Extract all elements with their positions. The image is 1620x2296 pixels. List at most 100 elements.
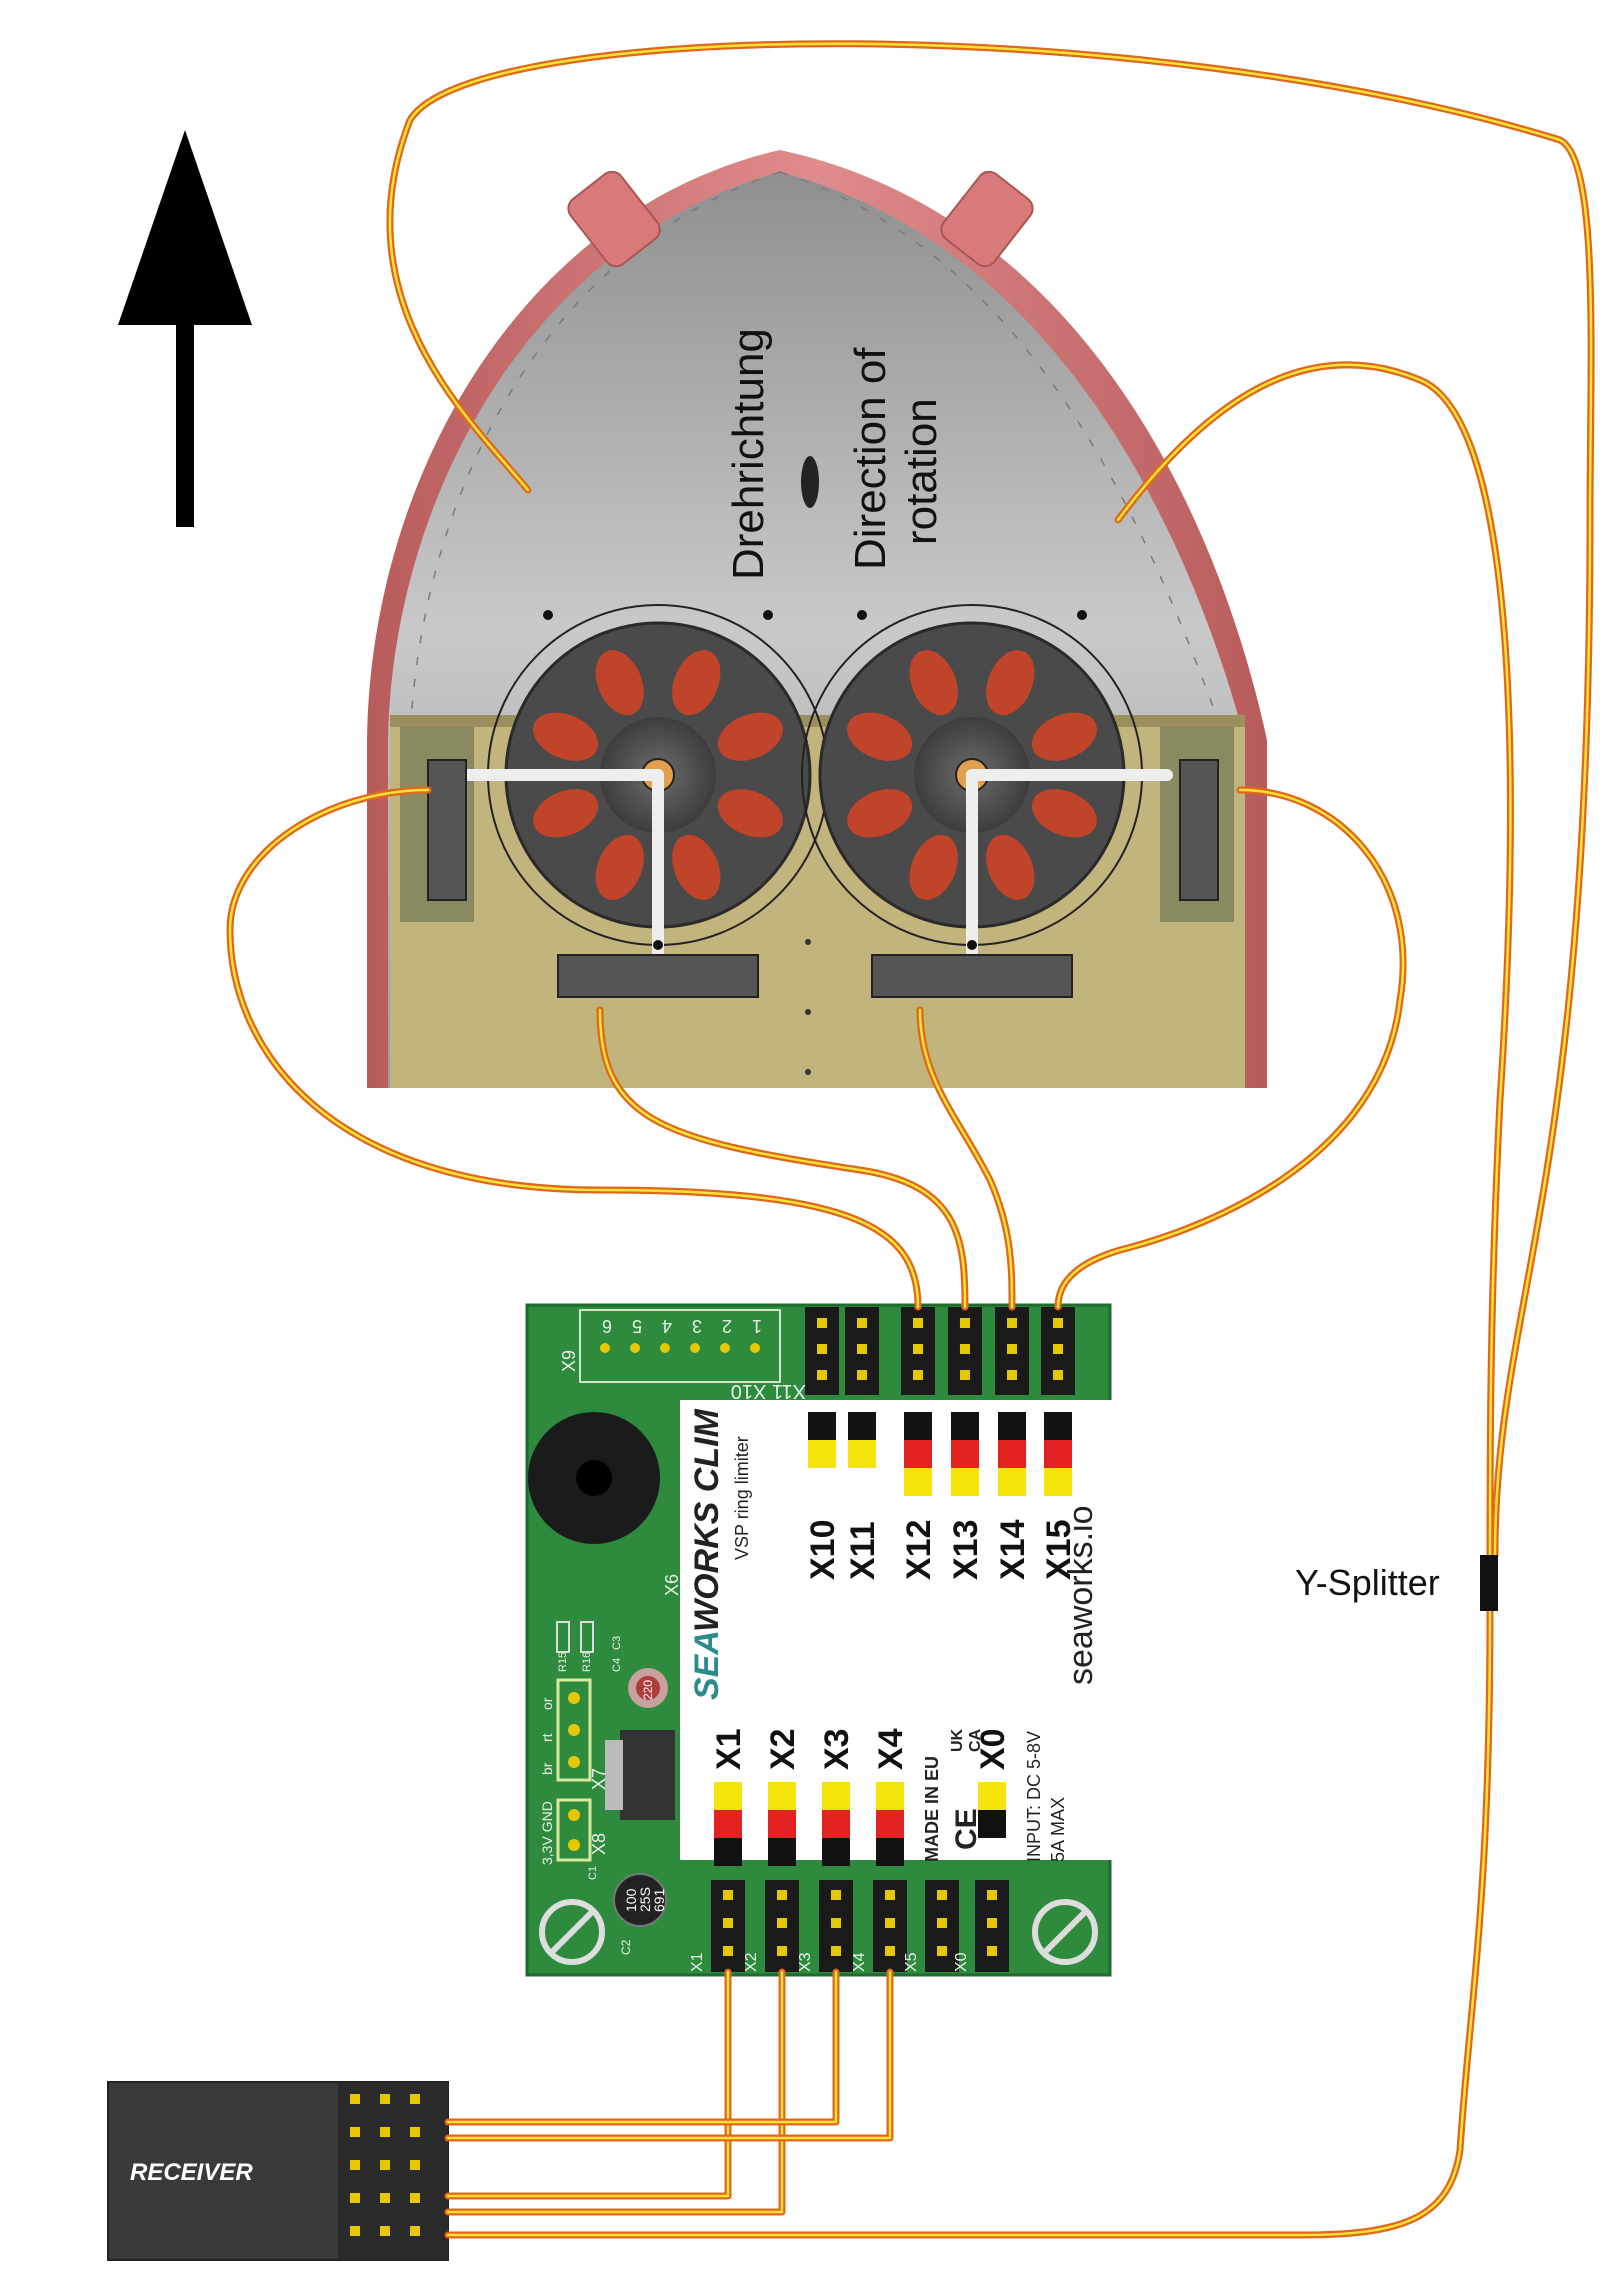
receiver-pin <box>410 2160 420 2170</box>
c2-value-2: 25S <box>637 1887 653 1912</box>
port-color-black <box>904 1412 932 1440</box>
motor-coil <box>533 789 599 838</box>
header-pin <box>723 1918 733 1928</box>
header-pin <box>987 1946 997 1956</box>
x9-pin-number: 6 <box>602 1316 612 1336</box>
port-color-yellow <box>714 1782 742 1810</box>
receiver-pin <box>350 2127 360 2137</box>
servo-cable-core <box>918 1008 1014 1309</box>
x9-pin-number: 4 <box>662 1316 672 1336</box>
receiver-pin <box>350 2226 360 2236</box>
motor-coil <box>717 789 783 838</box>
motor-coil <box>533 712 599 761</box>
receiver-pin <box>350 2094 360 2104</box>
rotation-arrowhead <box>763 610 773 620</box>
motor-coil <box>847 712 913 761</box>
motor-coil <box>847 789 913 838</box>
direction-label-en-2: rotation <box>897 398 946 545</box>
side-servo <box>1179 759 1219 901</box>
motor-coil <box>595 650 644 716</box>
port-color-yellow <box>876 1782 904 1810</box>
header-pin <box>1007 1370 1017 1380</box>
c2-value-3: 691 <box>651 1888 667 1912</box>
header-pin <box>857 1318 867 1328</box>
x9-pin <box>750 1343 760 1353</box>
direction-arrow-icon <box>118 130 252 527</box>
header-pin <box>1053 1344 1063 1354</box>
header-pin <box>831 1890 841 1900</box>
x6-label: X6 <box>662 1574 682 1596</box>
servo-cable <box>444 1968 840 2126</box>
ce-mark: CE <box>950 1808 983 1850</box>
port-color-yellow <box>951 1468 979 1496</box>
servo-cable-core <box>446 1609 1492 2237</box>
input-rating-1: INPUT: DC 5-8V <box>1024 1731 1044 1862</box>
port-color-black <box>848 1412 876 1440</box>
port-label-x13: X13 <box>947 1520 985 1581</box>
edge-port-label-x4: X4 <box>851 1952 868 1972</box>
header-pin <box>960 1318 970 1328</box>
port-label-x14: X14 <box>994 1519 1032 1580</box>
port-color-red <box>714 1810 742 1838</box>
receiver-pin <box>410 2127 420 2137</box>
port-color-yellow <box>848 1440 876 1468</box>
made-in: MADE IN EU <box>922 1756 942 1862</box>
header-pin <box>1007 1318 1017 1328</box>
header-pin <box>987 1890 997 1900</box>
port-label-bottom-x2: X2 <box>764 1728 802 1770</box>
header-pin <box>817 1318 827 1328</box>
header-pin <box>1053 1370 1063 1380</box>
c3-label: C3 <box>611 1636 623 1650</box>
port-color-red <box>904 1440 932 1468</box>
port-label-bottom-x1: X1 <box>710 1728 748 1770</box>
x7-pin-br: br <box>539 1762 555 1775</box>
x9-pin <box>600 1343 610 1353</box>
header-pin <box>885 1918 895 1928</box>
servo-cable-core <box>598 1008 967 1309</box>
ukca-2: CA <box>967 1728 984 1752</box>
c2-value-1: 100 <box>623 1888 639 1912</box>
port-label-x12: X12 <box>900 1520 938 1581</box>
r15-label: R15 <box>557 1652 569 1672</box>
ukca-1: UK <box>949 1728 966 1752</box>
port-color-red <box>768 1810 796 1838</box>
port-color-black <box>714 1838 742 1866</box>
servo-cables <box>226 40 1595 2239</box>
receiver <box>107 2081 449 2261</box>
motors <box>427 604 1219 998</box>
port-color-black <box>808 1412 836 1440</box>
motor-coil <box>909 834 958 900</box>
y-splitter-body <box>1480 1555 1498 1611</box>
receiver-pin <box>380 2193 390 2203</box>
x9-pin-number: 1 <box>752 1316 762 1336</box>
hull <box>367 150 1267 1088</box>
rotation-arrowhead <box>1077 610 1087 620</box>
port-color-red <box>822 1810 850 1838</box>
motor-coil <box>909 650 958 716</box>
c1-label: C1 <box>587 1866 599 1880</box>
receiver-label: RECEIVER <box>130 2159 253 2186</box>
motor-coil <box>1031 712 1097 761</box>
edge-port-label-x2: X2 <box>743 1952 760 1972</box>
x9-pin <box>660 1343 670 1353</box>
bottom-servo <box>557 954 759 998</box>
side-servo <box>427 759 467 901</box>
port-color-black <box>768 1838 796 1866</box>
x8-pin-labels: 3,3V GND <box>539 1801 555 1865</box>
rotation-arrowhead <box>653 940 663 950</box>
receiver-pin <box>380 2160 390 2170</box>
motor-coil <box>595 834 644 900</box>
c4-label: C4 <box>611 1658 623 1672</box>
receiver-pin <box>350 2160 360 2170</box>
bottom-servo <box>871 954 1073 998</box>
receiver-pin <box>380 2226 390 2236</box>
port-color-yellow <box>904 1468 932 1496</box>
header-pin <box>1053 1318 1063 1328</box>
c2-label: C2 <box>619 1939 633 1955</box>
motor-coil <box>717 712 783 761</box>
receiver-pin <box>380 2094 390 2104</box>
header-pin <box>937 1918 947 1928</box>
port-color-yellow <box>822 1782 850 1810</box>
